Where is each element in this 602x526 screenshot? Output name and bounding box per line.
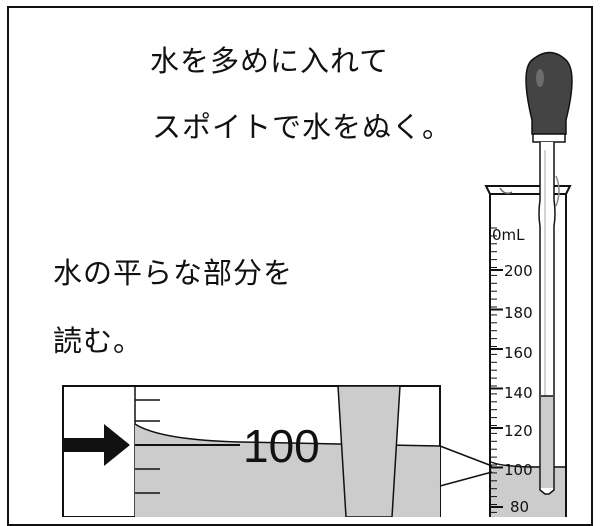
scale-label-200: 200: [504, 262, 533, 280]
dropper-bulb: [525, 51, 573, 135]
scale-label-100: 100: [504, 461, 533, 479]
dropper-water: [541, 396, 553, 488]
instruction-fill-water: 水を多めに入れて: [150, 44, 390, 78]
instruction-read-suffix: 読む。: [53, 324, 144, 358]
zoom-connector-bottom: [439, 471, 493, 487]
instruction-remove-with-dropper: スポイトで水をぬく。: [152, 110, 453, 144]
instruction-read-flat-part: 水の平らな部分を: [53, 256, 294, 290]
cylinder-unit-label: 0mL: [492, 226, 525, 244]
arrow-icon: [63, 424, 130, 466]
dropper: [525, 51, 573, 495]
scale-label-80: 80: [510, 498, 529, 516]
scale-label-180: 180: [504, 304, 533, 322]
scale-label-140: 140: [504, 384, 533, 402]
zoom-inset: 100: [62, 385, 441, 517]
graduated-cylinder: 0mL 200 180 160 140 120 100 80: [484, 185, 572, 517]
zoom-reading-label: 100: [243, 420, 320, 472]
zoom-connector-top: [439, 445, 493, 467]
scale-label-120: 120: [504, 422, 533, 440]
scale-label-160: 160: [504, 344, 533, 362]
